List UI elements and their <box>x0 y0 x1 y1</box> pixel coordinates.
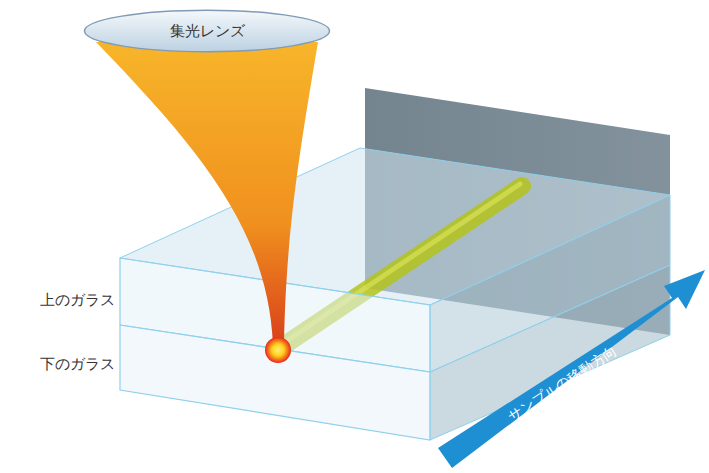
upper-glass-label: 上のガラス <box>40 291 115 310</box>
lower-glass-label: 下のガラス <box>40 355 115 374</box>
lower-glass-front <box>120 325 430 440</box>
lens-label: 集光レンズ <box>170 22 245 41</box>
condenser-lens: 集光レンズ <box>82 9 332 53</box>
laser-cone <box>96 42 318 345</box>
focus-spot <box>265 337 291 363</box>
lower-glass-side <box>430 265 670 440</box>
direction-arrow <box>438 270 705 468</box>
